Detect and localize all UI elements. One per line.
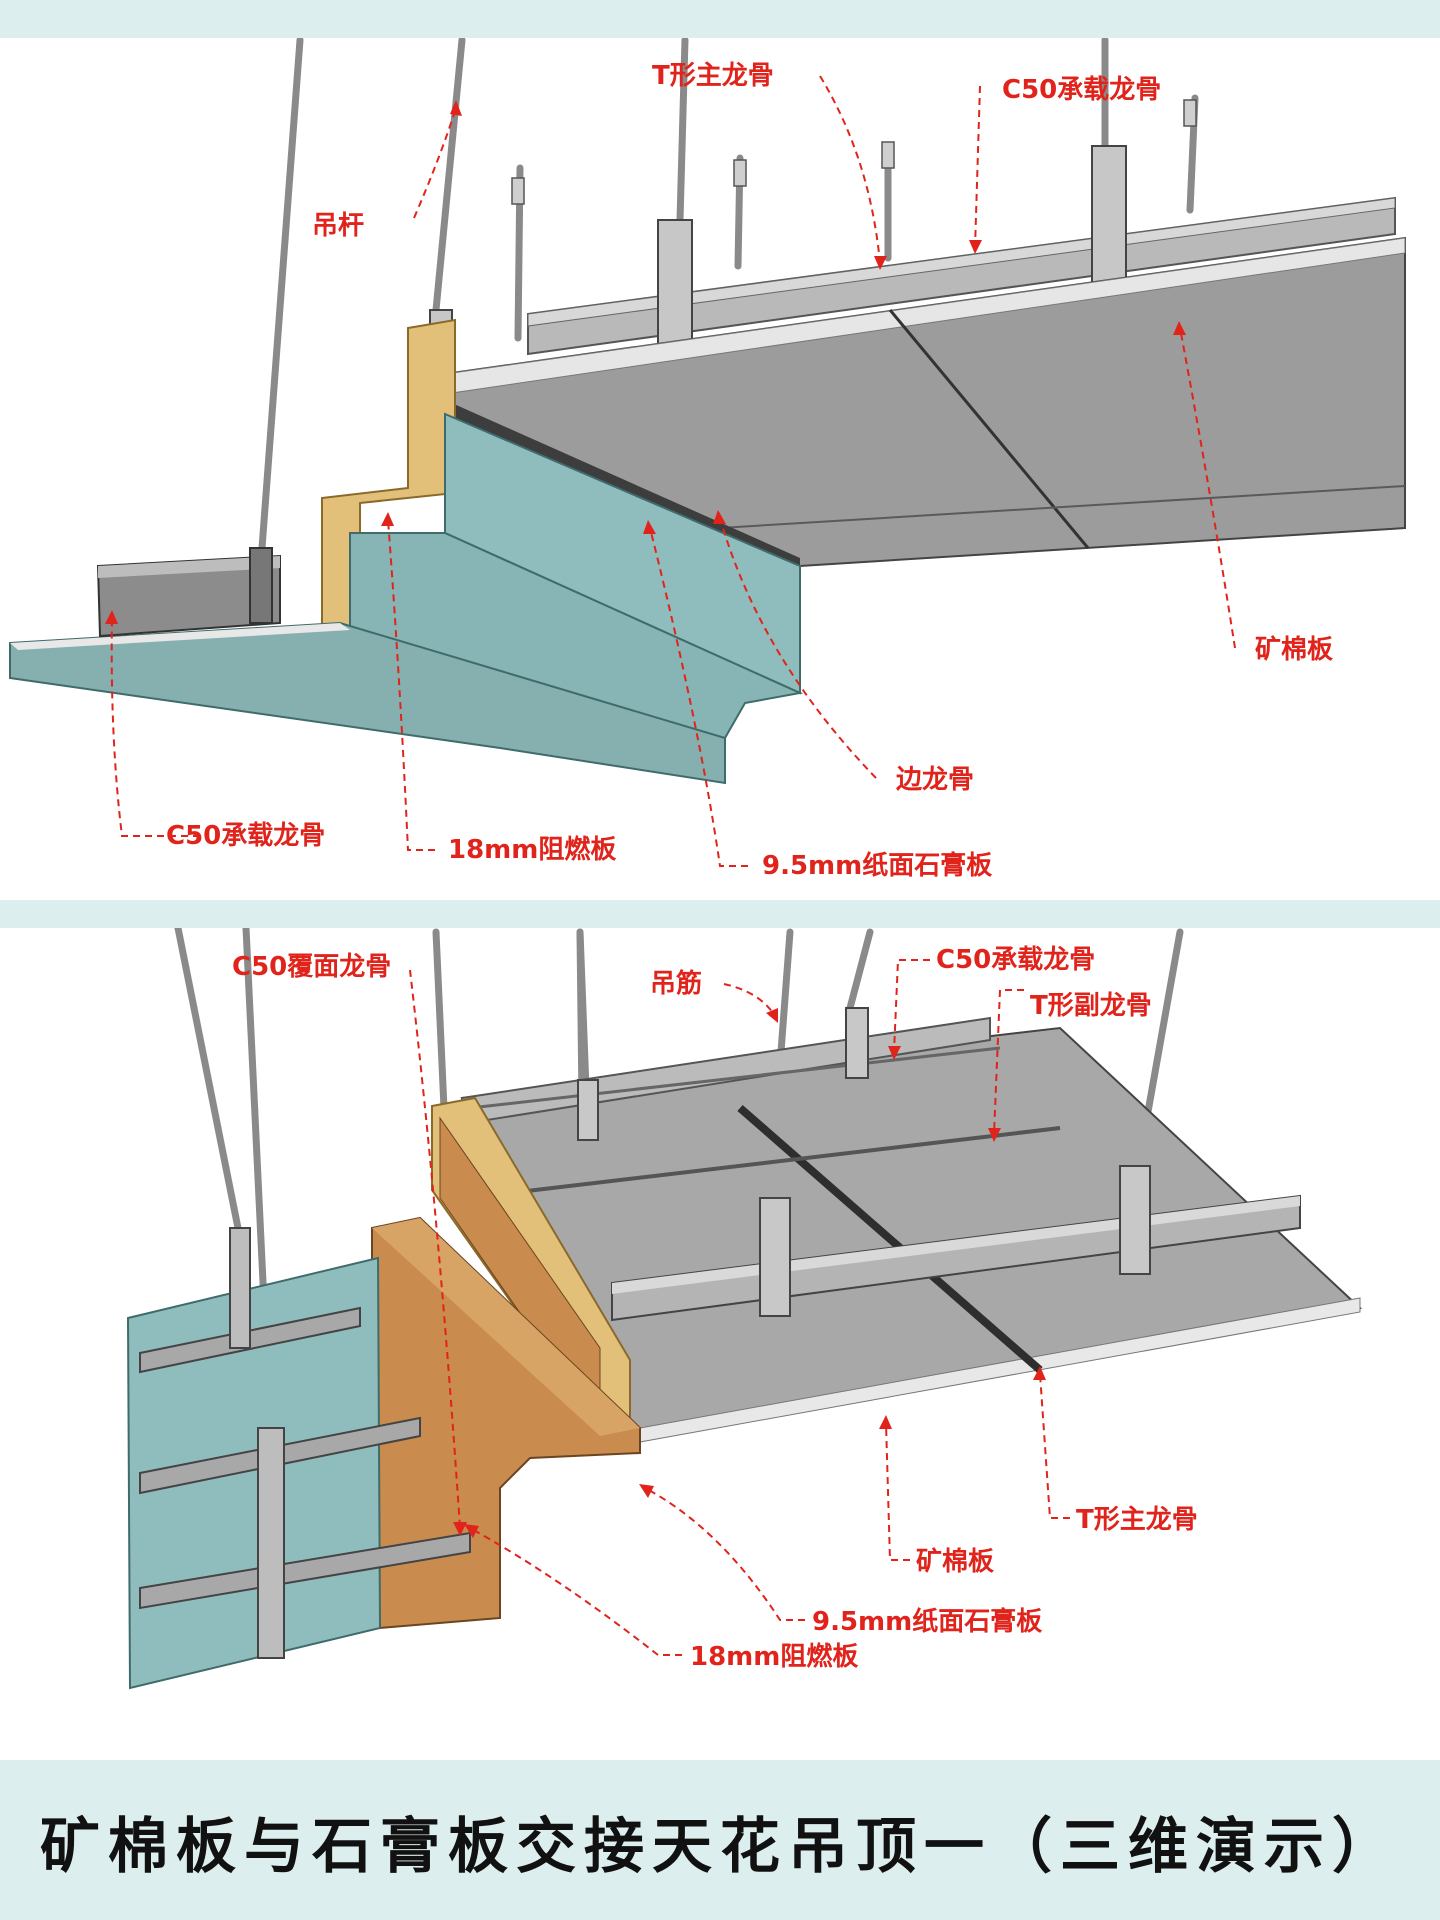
label-gypsum-board: 9.5mm纸面石膏板 bbox=[762, 850, 992, 881]
hanger-bracket bbox=[1091, 145, 1127, 297]
c50-cover-keel bbox=[139, 1531, 471, 1610]
top-diagram-panel: 吊杆 T形主龙骨 C50承载龙骨 矿棉板 边龙骨 C50承载龙骨 18mm阻燃板… bbox=[0, 36, 1440, 900]
c50-carrying-keel-bottom bbox=[96, 554, 281, 638]
hanging-bar bbox=[432, 928, 448, 1112]
anchor-bolt-icon bbox=[733, 159, 747, 187]
label-fire-board: 18mm阻燃板 bbox=[690, 1642, 858, 1672]
t-secondary-keel bbox=[469, 1046, 1001, 1110]
hanging-bar bbox=[846, 928, 874, 1012]
label-hanging-bar: 吊筋 bbox=[650, 968, 702, 999]
hanger-bracket bbox=[249, 547, 273, 624]
hanger-bracket bbox=[759, 1197, 791, 1317]
hanger-rod bbox=[432, 36, 466, 314]
bottom-diagram-panel: C50覆面龙骨 吊筋 C50承载龙骨 T形副龙骨 T形主龙骨 矿棉板 9.5mm… bbox=[0, 924, 1440, 1760]
label-c50-carrying-keel-bottom: C50承载龙骨 bbox=[166, 821, 325, 851]
anchor-bolt-icon bbox=[881, 141, 895, 169]
label-c50-carrying-keel-top: C50承载龙骨 bbox=[1002, 75, 1161, 105]
label-fire-board: 18mm阻燃板 bbox=[448, 835, 616, 865]
t-main-keel bbox=[737, 1104, 1043, 1374]
label-gypsum-board: 9.5mm纸面石膏板 bbox=[812, 1606, 1042, 1637]
edge-keel bbox=[445, 400, 800, 566]
label-mineral-wool-board: 矿棉板 bbox=[916, 1546, 994, 1577]
hanger-bracket bbox=[257, 1427, 285, 1659]
hanging-bar bbox=[174, 924, 244, 1242]
hanger-rod bbox=[258, 36, 304, 552]
label-c50-cover-keel: C50覆面龙骨 bbox=[232, 952, 391, 982]
label-hanger-rod: 吊杆 bbox=[312, 211, 364, 241]
bottom-diagram: C50覆面龙骨 吊筋 C50承载龙骨 T形副龙骨 T形主龙骨 矿棉板 9.5mm… bbox=[126, 924, 1363, 1690]
anchor-bolt-icon bbox=[1183, 99, 1197, 127]
label-t-main-keel: T形主龙骨 bbox=[652, 61, 774, 91]
hanger-bracket bbox=[229, 1227, 251, 1349]
label-edge-keel: 边龙骨 bbox=[896, 765, 974, 795]
hanging-bar bbox=[576, 928, 590, 1092]
hanger-bracket bbox=[577, 1079, 599, 1141]
title-bar: 矿棉板与石膏板交接天花吊顶一（三维演示） bbox=[0, 1762, 1440, 1920]
label-mineral-wool-board: 矿棉板 bbox=[1255, 634, 1333, 665]
anchor-bolt-icon bbox=[511, 177, 525, 205]
hanger-rod bbox=[676, 36, 689, 224]
hanger-bracket bbox=[1119, 1165, 1151, 1275]
label-c50-carrying-keel: C50承载龙骨 bbox=[936, 945, 1095, 975]
t-secondary-keel bbox=[509, 1126, 1061, 1195]
hanger-bracket bbox=[845, 1007, 869, 1079]
hanger-bracket bbox=[657, 219, 693, 363]
page-title: 矿棉板与石膏板交接天花吊顶一（三维演示） bbox=[40, 1811, 1400, 1882]
label-t-main-keel: T形主龙骨 bbox=[1076, 1505, 1198, 1535]
top-diagram: 吊杆 T形主龙骨 C50承载龙骨 矿棉板 边龙骨 C50承载龙骨 18mm阻燃板… bbox=[9, 36, 1406, 881]
label-t-secondary-keel: T形副龙骨 bbox=[1030, 991, 1152, 1021]
